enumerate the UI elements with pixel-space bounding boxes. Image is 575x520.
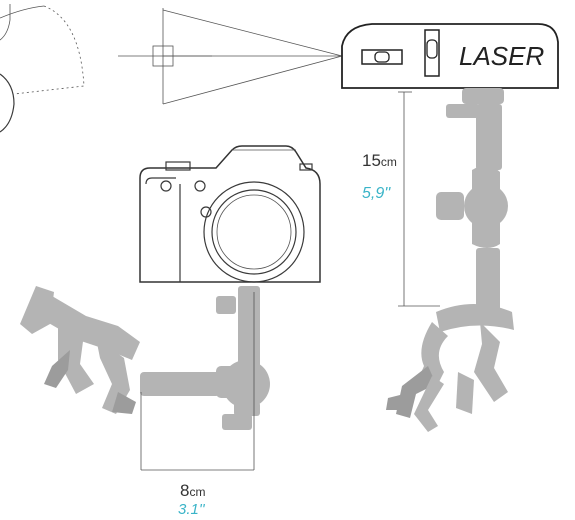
left-magic-arm [20,286,270,430]
vertical-dimension-metric: 15cm [362,151,397,170]
camera-button-top [160,180,172,192]
right-arm-knob [436,192,464,220]
camera-body [139,145,321,283]
vertical-dimension: 15cm 5,9'' [362,91,440,307]
vertical-dimension-imperial: 5,9'' [362,185,391,202]
right-magic-arm [386,88,514,432]
vertical-bubble-vial [424,29,440,77]
camera-flash-shoe [165,161,191,171]
laser-beam-cone [118,8,344,105]
beam-edges [162,9,344,105]
horizontal-dimension-imperial: 3.1'' [178,501,206,518]
laser-level-unit: LASER [341,23,559,89]
left-arm-knob [216,366,246,398]
camera-button-right [194,180,206,192]
horizontal-bubble-vial [361,49,403,65]
camera-lens-mount-inner [211,189,297,275]
horizontal-dimension-metric: 8cm [180,481,205,500]
camera-lens-mount-outer [203,181,305,283]
laser-label: LASER [459,41,544,71]
partial-mount-outline [0,4,85,133]
camera-dial [299,163,313,171]
horizontal-dimension: 8cm 3.1'' [140,292,255,518]
